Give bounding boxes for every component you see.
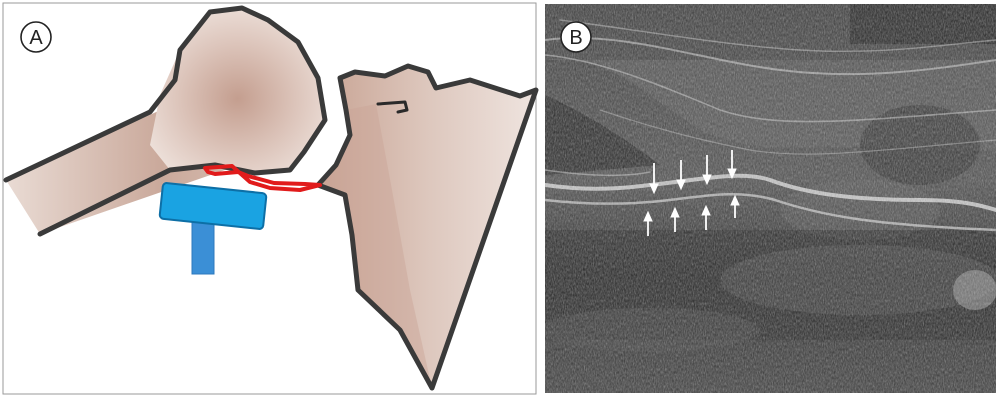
probe-handle: [192, 220, 214, 274]
ultrasound-image: [540, 4, 1000, 393]
panel-b: B: [540, 4, 1000, 393]
svg-text:A: A: [29, 27, 43, 49]
panel-label-a: A: [21, 22, 51, 52]
panel-a: A: [3, 3, 536, 394]
panel-label-b: B: [561, 22, 591, 52]
svg-text:B: B: [569, 27, 582, 49]
